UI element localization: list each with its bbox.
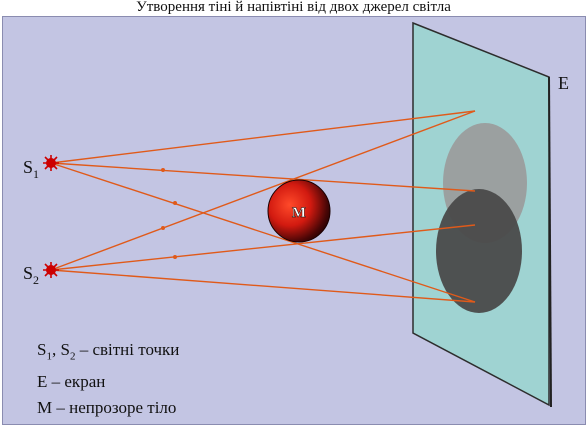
diagram-panel: M S1 S2 E S1, S2 – світні точки E – екра… [2, 16, 586, 425]
legend-s2-index: 2 [69, 350, 76, 363]
opaque-body [267, 179, 331, 243]
diagram-caption: Утворення тіні й напівтіні від двох джер… [136, 0, 451, 15]
shadow-diagram: M S1 S2 E [23, 21, 569, 408]
ray-marker [173, 255, 177, 259]
legend-row-screen: E – екран [37, 372, 106, 392]
ray-s2-bottom [50, 269, 476, 303]
legend-row-sources: S1, S2 – світні точки [37, 337, 179, 369]
legend-separator: , [51, 340, 61, 359]
source-s2-icon [43, 262, 59, 278]
source-s1-icon [43, 155, 59, 171]
ray-s2-top [50, 110, 476, 271]
legend-s1: S [37, 340, 47, 359]
source-s1-label: S1 [23, 157, 39, 181]
ray-s1-upper [50, 162, 476, 192]
ray-s1-bottom [50, 162, 476, 303]
screen-label: E [558, 73, 569, 93]
legend-s2: S [60, 340, 70, 359]
legend: S1, S2 – світні точки E – екран M – непр… [37, 337, 179, 421]
ray-marker [173, 201, 177, 205]
ray-s2-mid [50, 224, 476, 271]
ray-marker [161, 226, 165, 230]
body-label: M [292, 205, 306, 221]
legend-sources-text: – світні точки [75, 340, 180, 359]
screen-edge [548, 76, 552, 408]
legend-s1-index: 1 [46, 350, 52, 363]
umbra-region [436, 189, 522, 313]
ray-marker [161, 168, 165, 172]
source-s2-label: S2 [23, 263, 39, 287]
ray-s1-top [50, 110, 476, 164]
legend-row-body: M – непрозоре тіло [37, 398, 177, 418]
